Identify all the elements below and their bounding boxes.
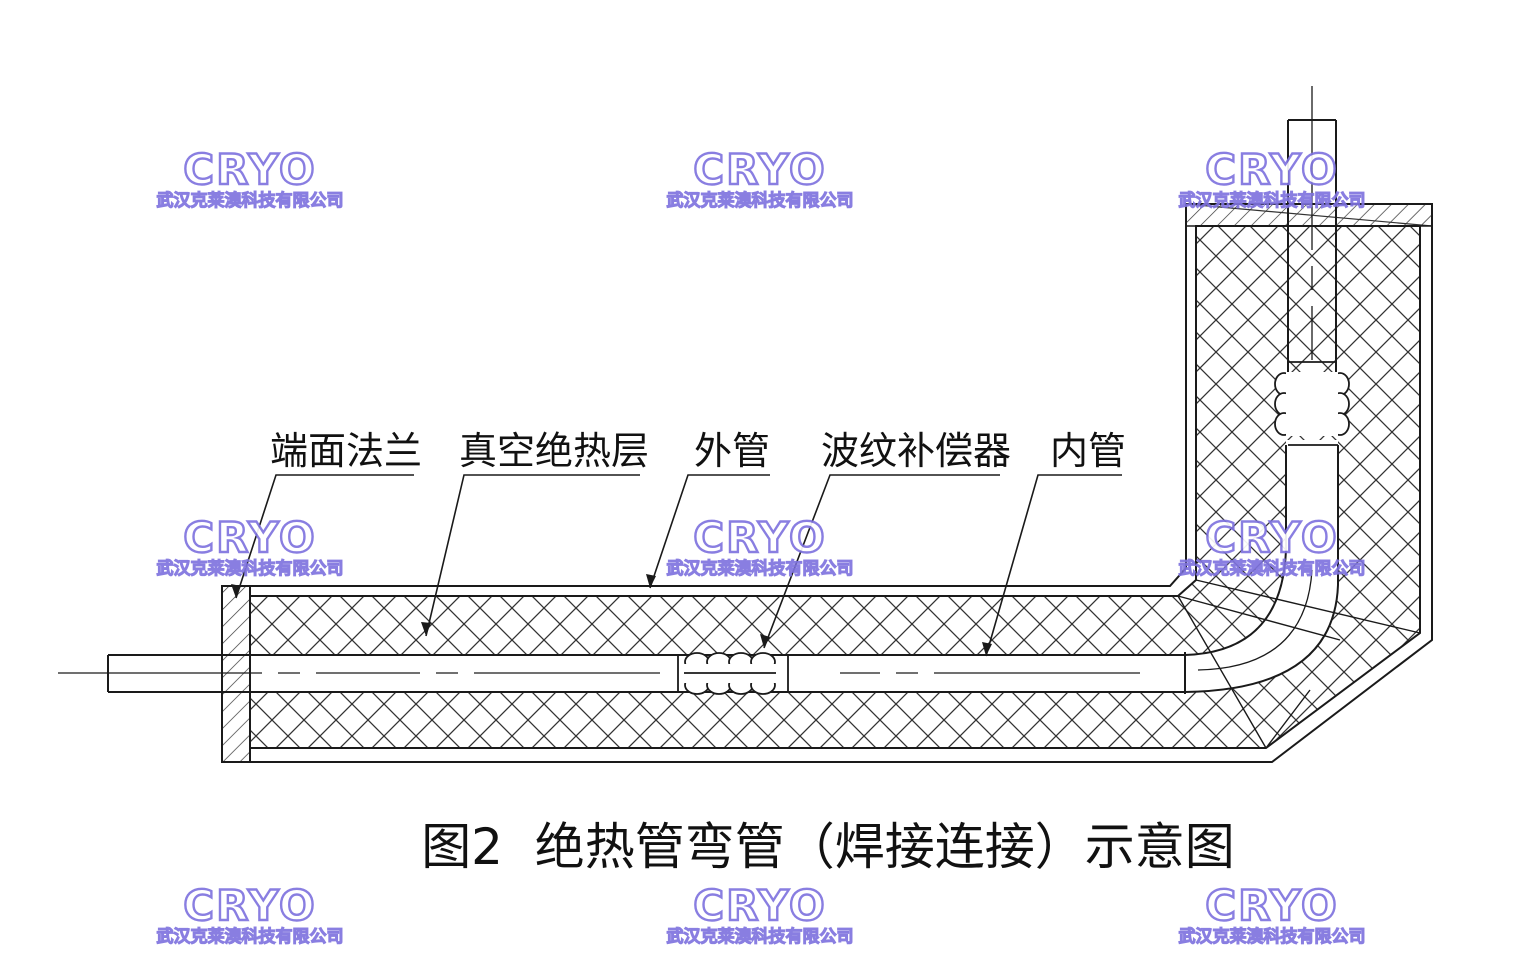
- diagram-caption: 图2 绝热管弯管（焊接连接）示意图: [421, 818, 1235, 876]
- svg-text:武汉克莱澳科技有限公司: 武汉克莱澳科技有限公司: [667, 558, 854, 579]
- end-flange: [221, 585, 251, 763]
- svg-text:CRYO: CRYO: [693, 145, 827, 194]
- leader-end-flange: [235, 474, 414, 599]
- svg-text:CRYO: CRYO: [1205, 513, 1339, 562]
- watermark: CRYO 武汉克莱澳科技有限公司: [1178, 144, 1366, 212]
- bellows-compensator-vertical: [1274, 372, 1350, 436]
- watermark: CRYO 武汉克莱澳科技有限公司: [666, 144, 854, 212]
- svg-text:武汉克莱澳科技有限公司: 武汉克莱澳科技有限公司: [157, 190, 344, 211]
- watermark-layer: CRYO 武汉克莱澳科技有限公司 CRYO 武汉克莱澳科技有限公司 CRYO 武…: [156, 144, 1366, 948]
- label-bellows: 波纹补偿器: [821, 429, 1011, 473]
- leader-arrowheads: [231, 574, 992, 656]
- svg-text:武汉克莱澳科技有限公司: 武汉克莱澳科技有限公司: [1179, 926, 1366, 947]
- watermark: CRYO 武汉克莱澳科技有限公司: [1178, 512, 1366, 580]
- svg-text:武汉克莱澳科技有限公司: 武汉克莱澳科技有限公司: [667, 926, 854, 947]
- label-end-flange: 端面法兰: [270, 429, 422, 473]
- watermark: CRYO 武汉克莱澳科技有限公司: [156, 144, 344, 212]
- svg-text:武汉克莱澳科技有限公司: 武汉克莱澳科技有限公司: [667, 190, 854, 211]
- top-end-plate-hatch: [1185, 203, 1433, 227]
- label-inner-pipe: 内管: [1050, 429, 1126, 473]
- svg-text:CRYO: CRYO: [183, 513, 317, 562]
- vacuum-insulation-layer: [250, 226, 1420, 748]
- svg-text:武汉克莱澳科技有限公司: 武汉克莱澳科技有限公司: [157, 926, 344, 947]
- elbow-mitre-seams: [1177, 579, 1421, 749]
- svg-text:CRYO: CRYO: [183, 881, 317, 930]
- inner-pipe-elbow-outer: [1184, 445, 1339, 693]
- svg-text:CRYO: CRYO: [1205, 145, 1339, 194]
- leader-bellows: [763, 474, 1000, 649]
- svg-text:CRYO: CRYO: [693, 881, 827, 930]
- watermark: CRYO 武汉克莱澳科技有限公司: [156, 880, 344, 948]
- watermark: CRYO 武汉克莱澳科技有限公司: [156, 512, 344, 580]
- leader-vacuum-layer: [425, 474, 640, 637]
- watermark: CRYO 武汉克莱澳科技有限公司: [1178, 880, 1366, 948]
- label-outer-pipe: 外管: [694, 429, 770, 473]
- svg-text:武汉克莱澳科技有限公司: 武汉克莱澳科技有限公司: [157, 558, 344, 579]
- inner-pipe-elbow-bore: [1197, 569, 1313, 671]
- bellows-compensator-horizontal: [684, 652, 776, 695]
- svg-text:CRYO: CRYO: [183, 145, 317, 194]
- leader-lines: [235, 474, 1122, 657]
- watermark: CRYO 武汉克莱澳科技有限公司: [666, 512, 854, 580]
- leader-outer-pipe: [649, 474, 770, 589]
- label-vacuum-layer: 真空绝热层: [459, 429, 649, 473]
- leader-inner-pipe: [985, 474, 1122, 657]
- svg-text:武汉克莱澳科技有限公司: 武汉克莱澳科技有限公司: [1179, 190, 1366, 211]
- watermark: CRYO 武汉克莱澳科技有限公司: [666, 880, 854, 948]
- svg-text:CRYO: CRYO: [1205, 881, 1339, 930]
- inner-pipe-elbow-inner: [1184, 445, 1287, 656]
- svg-text:CRYO: CRYO: [693, 513, 827, 562]
- svg-text:武汉克莱澳科技有限公司: 武汉克莱澳科技有限公司: [1179, 558, 1366, 579]
